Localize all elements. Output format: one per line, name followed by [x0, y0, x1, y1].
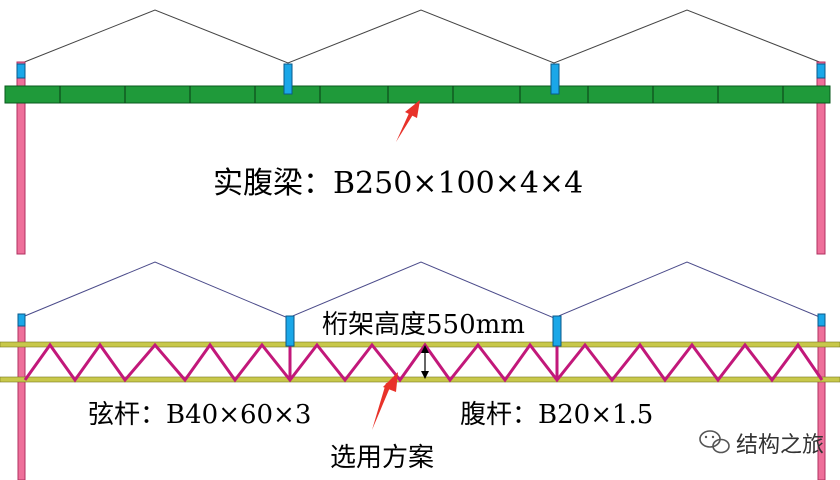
top-connector-3	[550, 63, 560, 95]
watermark: 结构之旅	[699, 430, 824, 458]
bottom-connector-2	[285, 315, 295, 347]
top-diagram: 实腹梁：B250×100×4×4	[4, 9, 831, 255]
truss-height-label: 桁架高度550mm	[322, 310, 525, 340]
bottom-diagram: 桁架高度550mm 弦杆：B40×60×3 腹杆：B20×1.5 选用方案	[0, 261, 840, 480]
top-arrow	[396, 100, 420, 142]
solid-web-beam	[4, 85, 831, 104]
top-connector-1	[16, 63, 26, 79]
top-column-right	[816, 61, 826, 255]
top-connector-4	[816, 63, 826, 79]
wechat-icon	[699, 430, 730, 454]
web-label: 腹杆：B20×1.5	[460, 400, 653, 430]
chord-label: 弦杆：B40×60×3	[88, 400, 311, 430]
beam-segment-lines	[59, 86, 784, 103]
watermark-text: 结构之旅	[736, 433, 824, 458]
top-column-left	[16, 61, 26, 255]
scheme-label: 选用方案	[330, 443, 434, 473]
bottom-connector-4	[817, 313, 826, 327]
top-beam-label: 实腹梁：B250×100×4×4	[213, 166, 583, 201]
bottom-roof-line	[19, 261, 823, 319]
bottom-arrow	[372, 372, 398, 430]
truss-verticals	[288, 345, 559, 380]
height-dimension	[421, 345, 429, 379]
top-connector-2	[283, 63, 293, 95]
bottom-connector-1	[17, 313, 26, 327]
bottom-connector-3	[552, 315, 562, 347]
top-roof-line	[21, 9, 823, 64]
top-chord	[0, 341, 840, 348]
bottom-chord	[0, 376, 840, 383]
